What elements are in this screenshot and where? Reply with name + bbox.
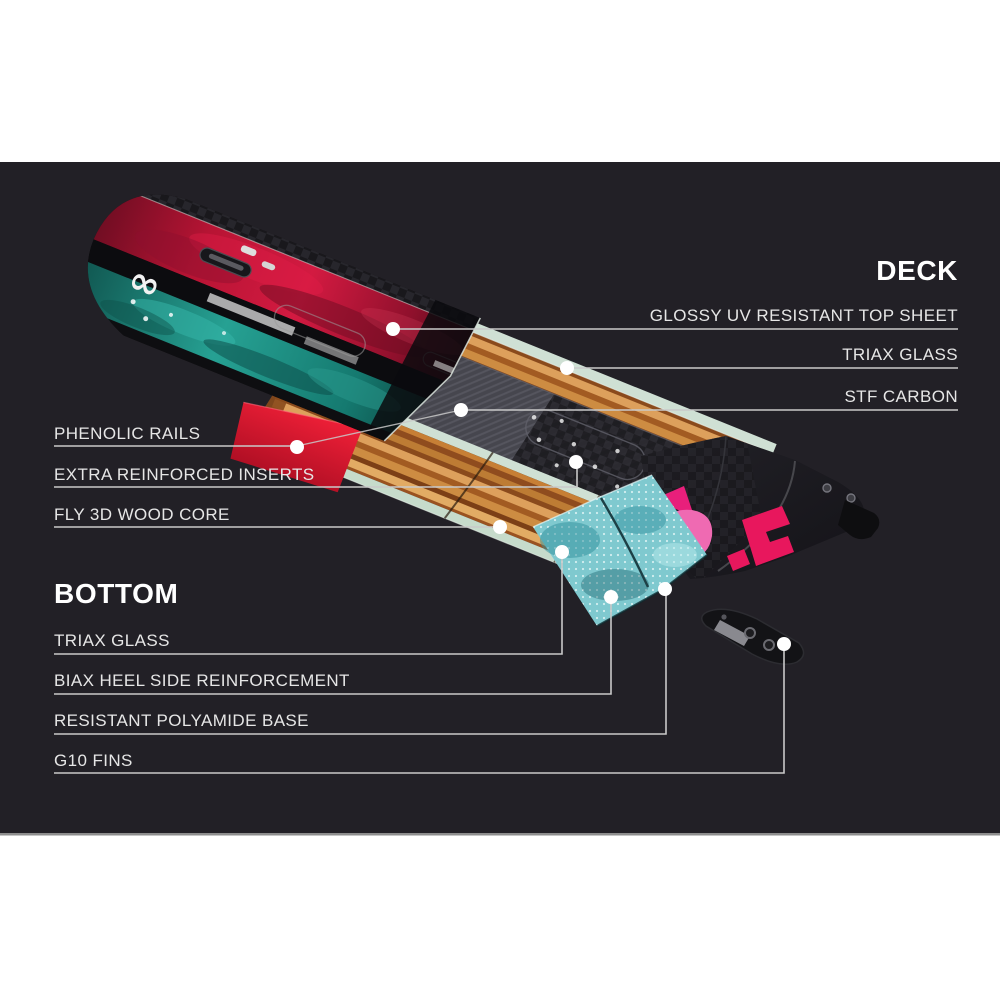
g10-fin	[701, 608, 805, 665]
leader-lines	[54, 328, 958, 774]
leader-dot-stf-carbon	[454, 403, 468, 417]
deck-top-sheet-red	[88, 183, 481, 388]
label-triax-glass-bottom: TRIAX GLASS	[54, 631, 170, 650]
labels: DECK GLOSSY UV RESISTANT TOP SHEET TRIAX…	[54, 255, 958, 770]
leader-line-polyamide-base	[54, 590, 667, 735]
leader-dot-phenolic-rails	[290, 440, 304, 454]
panel-bottom-border	[0, 833, 1000, 836]
deck-section-title: DECK	[876, 255, 958, 286]
fin-screw	[744, 627, 756, 639]
fin-screw	[763, 639, 775, 651]
band-text-strip	[206, 292, 296, 336]
label-polyamide-base: RESISTANT POLYAMIDE BASE	[54, 711, 309, 730]
board-illustration: ∞	[64, 172, 777, 597]
leader-line-g10-fins	[54, 645, 785, 774]
leader-dot-biax-reinforcement	[604, 590, 618, 604]
leader-line-triax-glass-bottom	[54, 553, 563, 655]
label-stf-carbon: STF CARBON	[844, 387, 958, 406]
bottom-section-title: BOTTOM	[54, 578, 178, 609]
leader-line-biax-reinforcement	[54, 598, 612, 695]
base-edge-highlight	[532, 474, 653, 528]
deck-carbon-edge	[109, 172, 481, 336]
fin-bolt	[721, 614, 727, 620]
leader-dots	[290, 322, 791, 651]
deck-nose-piece: ∞	[64, 172, 482, 458]
leader-line-diagonal	[296, 409, 462, 447]
label-wood-core: FLY 3D WOOD CORE	[54, 505, 230, 524]
deck-wood-veneer-strip	[442, 314, 777, 479]
leader-dot-reinforced-inserts	[569, 455, 583, 469]
leader-dot-triax-glass-bottom	[555, 545, 569, 559]
label-g10-fins: G10 FINS	[54, 751, 133, 770]
fin-mount-tab	[838, 500, 880, 540]
grab-handle-slot	[199, 247, 252, 278]
label-biax-reinforcement: BIAX HEEL SIDE REINFORCEMENT	[54, 671, 350, 690]
deck-cut-seam	[383, 317, 482, 442]
leader-dot-g10-fins	[777, 637, 791, 651]
label-phenolic-rails: PHENOLIC RAILS	[54, 424, 200, 443]
band-dots	[130, 299, 227, 336]
leader-dot-wood-core	[493, 520, 507, 534]
leader-dot-glossy-top-sheet	[386, 322, 400, 336]
leader-line-reinforced-inserts	[54, 463, 578, 488]
nose-inserts	[240, 245, 276, 271]
deck-cut-shadow	[364, 296, 481, 458]
label-glossy-top-sheet: GLOSSY UV RESISTANT TOP SHEET	[650, 306, 958, 325]
leader-dot-polyamide-base	[658, 582, 672, 596]
label-triax-glass-deck: TRIAX GLASS	[842, 345, 958, 364]
leader-dot-triax-glass-deck	[560, 361, 574, 375]
teal-swirl	[100, 298, 401, 412]
base-seam	[599, 497, 650, 588]
label-reinforced-inserts: EXTRA REINFORCED INSERTS	[54, 465, 315, 484]
red-swirl	[135, 229, 464, 357]
printed-outline	[273, 304, 366, 357]
fin-blade-detail	[714, 620, 750, 646]
wood-seam	[443, 451, 494, 519]
deck-dark-edge	[64, 300, 435, 458]
